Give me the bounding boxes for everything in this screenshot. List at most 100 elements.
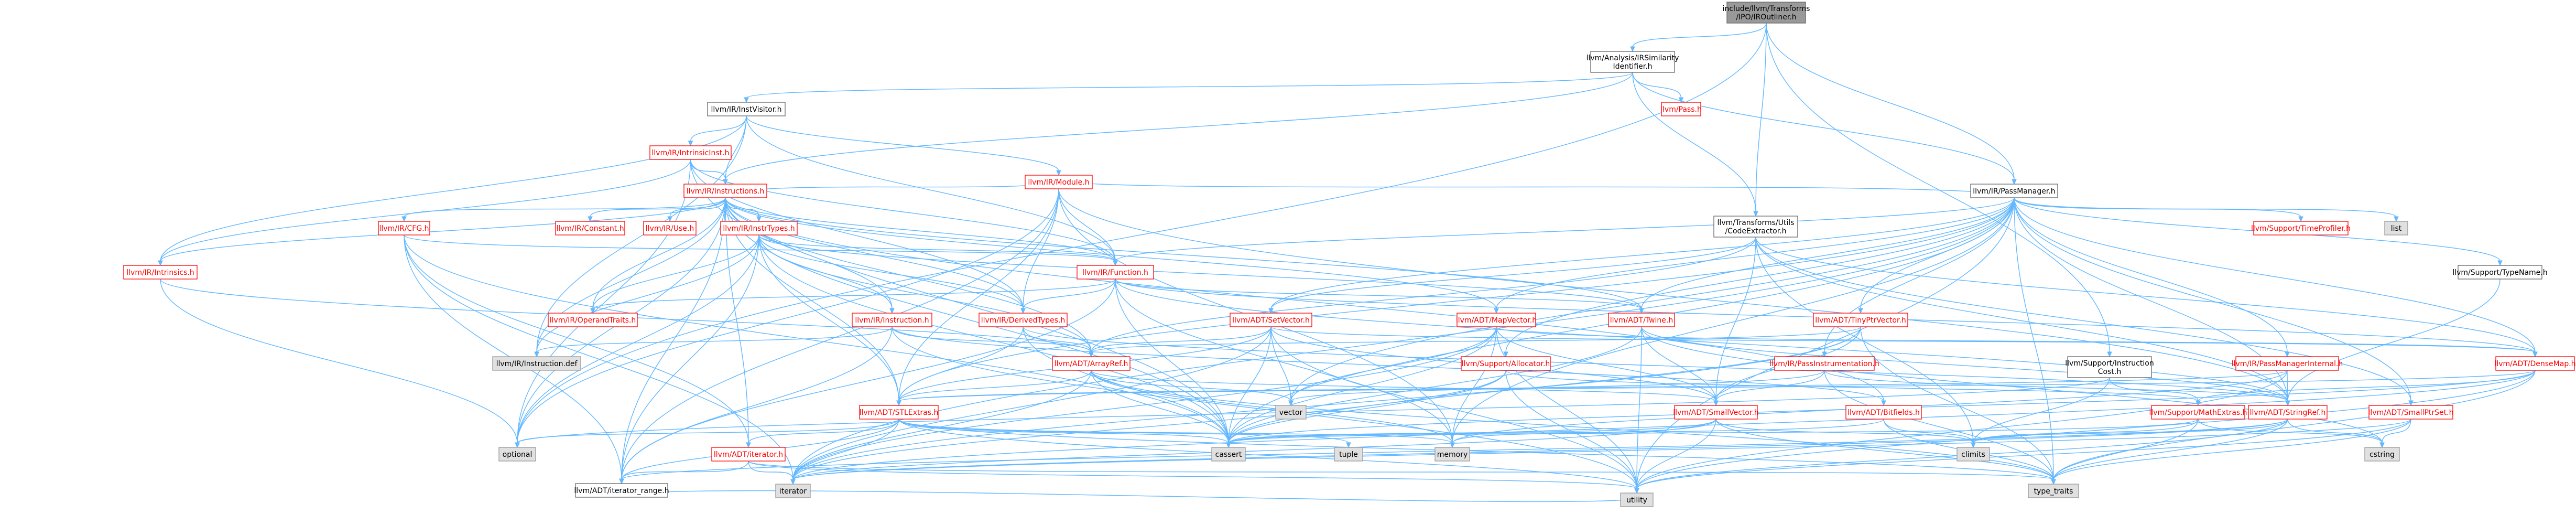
graph-node-allocator[interactable]: llvm/Support/Allocator.h (1461, 356, 1551, 371)
dependency-edge (517, 188, 1059, 444)
dependency-edge (1715, 419, 2054, 480)
dependency-edge (2053, 419, 2288, 480)
dependency-edge (1091, 370, 1291, 402)
graph-node-passinstr[interactable]: llvm/IR/PassInstrumentation.h (1769, 356, 1879, 371)
dependency-edge (1058, 188, 2288, 402)
graph-node-stringref[interactable]: llvm/ADT/StringRef.h (2248, 405, 2328, 420)
node-label: llvm/IR/OperandTraits.h (550, 316, 636, 325)
dependency-edge (404, 234, 1229, 444)
graph-node-iterrange[interactable]: llvm/ADT/iterator_range.h (574, 483, 669, 498)
dependency-edge (404, 197, 726, 218)
dependency-edge (1824, 370, 2054, 480)
graph-node-twine[interactable]: llvm/ADT/Twine.h (1608, 313, 1675, 327)
dependency-edge (792, 419, 1716, 480)
graph-node-mapvector[interactable]: llvm/ADT/MapVector.h (1456, 313, 1537, 327)
dependency-edge (517, 159, 691, 444)
graph-node-stlextras[interactable]: llvm/ADT/STLExtras.h (859, 405, 939, 420)
node-box (1813, 313, 1908, 327)
dependency-edge (1755, 237, 2288, 402)
graph-node-root[interactable]: include/llvm/Transforms/IPO/IROutliner.h (1723, 2, 1810, 24)
node-label: llvm/ADT/STLExtras.h (860, 409, 939, 417)
node-label: llvm/Support/Allocator.h (1462, 360, 1550, 368)
graph-node-instvisitor[interactable]: llvm/IR/InstVisitor.h (707, 102, 786, 116)
graph-node-function[interactable]: llvm/IR/Function.h (1077, 265, 1154, 280)
graph-node-cfg[interactable]: llvm/IR/CFG.h (378, 221, 430, 235)
graph-node-insttypes[interactable]: llvm/IR/InstrTypes.h (720, 221, 798, 235)
dependency-edge (1270, 326, 2536, 353)
dependency-edge (792, 419, 899, 480)
dependency-edge (792, 419, 2411, 480)
graph-node-cstring: cstring (2364, 447, 2400, 462)
graph-node-intrinsicinst[interactable]: llvm/IR/IntrinsicInst.h (649, 145, 732, 160)
edge-arrowhead (2107, 351, 2112, 358)
graph-node-pmi[interactable]: llvm/IR/PassManagerInternal.h (2232, 356, 2343, 371)
dependency-edge (1641, 326, 2288, 402)
dependency-edge (1228, 419, 1884, 444)
graph-node-operandtraits[interactable]: llvm/IR/OperandTraits.h (548, 313, 638, 327)
edge-arrowhead (2195, 400, 2201, 406)
node-box (575, 483, 668, 498)
graph-node-typename[interactable]: llvm/Support/TypeName.h (2452, 265, 2548, 280)
node-box (1674, 405, 1758, 420)
dependency-edge (792, 370, 1506, 480)
graph-node-constant[interactable]: llvm/IR/Constant.h (555, 221, 625, 235)
graph-node-timeprofiler[interactable]: llvm/Support/TimeProfiler.h (2251, 221, 2351, 235)
node-box (2253, 221, 2349, 235)
graph-node-instruction[interactable]: llvm/IR/Instruction.h (852, 313, 932, 327)
graph-node-mathextras[interactable]: llvm/Support/MathExtras.h (2149, 405, 2247, 420)
graph-node-passmgr[interactable]: llvm/IR/PassManager.h (1970, 184, 2058, 198)
graph-node-pass[interactable]: llvm/Pass.h (1660, 102, 1702, 116)
node-label: llvm/Pass.h (1660, 105, 1702, 114)
dependency-edge (1632, 72, 1756, 212)
graph-node-bitfields[interactable]: llvm/ADT/Bitfields.h (1845, 405, 1922, 420)
graph-node-arrayref[interactable]: llvm/ADT/ArrayRef.h (1052, 356, 1131, 371)
dependency-edge (621, 197, 726, 480)
edge-arrowhead (2394, 216, 2399, 222)
dependency-edge (1452, 326, 1497, 444)
graph-node-use[interactable]: llvm/IR/Use.h (643, 221, 697, 235)
dependency-edge (2014, 197, 2397, 218)
graph-node-smallptrset[interactable]: llvm/ADT/SmallPtrSet.h (2368, 405, 2454, 420)
dependency-edge (746, 115, 1059, 172)
node-label: llvm/IR/Instruction.h (855, 316, 929, 325)
graph-node-intrinsics[interactable]: llvm/IR/Intrinsics.h (123, 265, 198, 280)
dependency-edge (592, 234, 759, 309)
graph-node-optional: optional (498, 447, 536, 462)
node-box (1077, 265, 1154, 280)
edge-arrowhead (688, 141, 693, 147)
edge-arrowhead (2285, 351, 2290, 358)
graph-node-module[interactable]: llvm/IR/Module.h (1025, 175, 1093, 189)
node-box (979, 313, 1068, 327)
edge-arrowhead (588, 216, 593, 222)
node-label: llvm/IR/CFG.h (379, 224, 429, 233)
dependency-edge (1715, 237, 1756, 402)
node-box (649, 145, 732, 160)
node-label: llvm/IR/IntrinsicInst.h (652, 149, 730, 157)
node-label: llvm/IR/PassInstrumentation.h (1769, 360, 1879, 368)
graph-node-iterator[interactable]: llvm/ADT/iterator.h (711, 447, 786, 462)
dependency-edge (725, 197, 1116, 262)
dependency-edge (725, 197, 1497, 309)
dependency-edge (1228, 326, 1271, 444)
dependency-edge (1632, 23, 1767, 48)
dependency-edge (517, 234, 759, 444)
graph-node-codeext[interactable]: llvm/Transforms/Utils/CodeExtractor.h (1713, 216, 1798, 238)
dependency-edge (1715, 419, 1974, 444)
graph-node-instructions[interactable]: llvm/IR/Instructions.h (683, 184, 767, 198)
node-box (1230, 313, 1312, 327)
dependency-edge (748, 461, 1637, 489)
dependency-edge (898, 370, 1092, 402)
dependency-edge (1883, 419, 1974, 444)
graph-node-smallvector[interactable]: llvm/ADT/SmallVector.h (1673, 405, 1759, 420)
dependency-edge (1636, 419, 2411, 489)
graph-node-densemap[interactable]: llvm/ADT/DenseMap.h (2494, 356, 2576, 371)
dependency-edge (621, 461, 749, 480)
graph-node-tinyptrvector[interactable]: llvm/ADT/TinyPtrVector.h (1813, 313, 1908, 327)
graph-node-setvector[interactable]: llvm/ADT/SetVector.h (1230, 313, 1312, 327)
node-label: cstring (2370, 451, 2395, 459)
graph-node-derivedtypes[interactable]: llvm/IR/DerivedTypes.h (979, 313, 1068, 327)
dependency-edge (1270, 237, 1756, 309)
dependency-edge (690, 159, 1116, 262)
